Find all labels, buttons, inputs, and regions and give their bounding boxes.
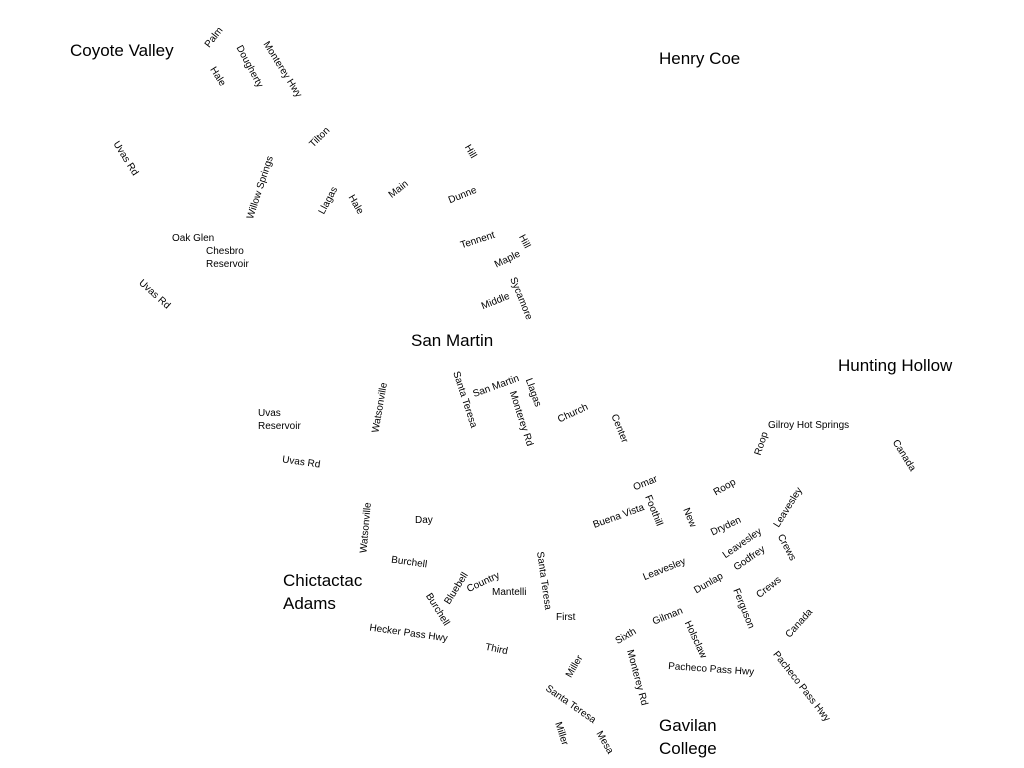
street-dunne: Dunne bbox=[446, 184, 479, 207]
street-oak-glen: Oak Glen bbox=[172, 233, 215, 244]
street-church: Church bbox=[556, 401, 590, 426]
region-gavilan-college: Gavilan College bbox=[659, 716, 717, 758]
street-buena-vista: Buena Vista bbox=[591, 502, 646, 531]
street-gilroy-hot-springs: Gilroy Hot Springs bbox=[768, 420, 850, 431]
street-hecker-pass-hwy: Hecker Pass Hwy bbox=[368, 622, 449, 645]
street-first: First bbox=[556, 612, 576, 623]
street-omar: Omar bbox=[631, 473, 660, 494]
street-tennent: Tennent bbox=[459, 229, 497, 252]
street-dryden: Dryden bbox=[709, 514, 743, 539]
street-middle: Middle bbox=[479, 290, 512, 313]
street-dougherty: Dougherty bbox=[233, 43, 265, 90]
street-uvas-rd-south: Uvas Rd bbox=[281, 454, 321, 471]
street-crews-south: Crews bbox=[754, 574, 784, 601]
street-sixth: Sixth bbox=[613, 626, 639, 647]
street-day: Day bbox=[415, 515, 433, 526]
street-santa-teresa-south: Santa Teresa bbox=[543, 683, 598, 726]
street-holsclaw: Holsclaw bbox=[681, 619, 709, 661]
street-maple: Maple bbox=[492, 248, 523, 271]
street-watsonville-north: Watsonville bbox=[370, 381, 390, 434]
street-hill-mid: Hill bbox=[516, 232, 533, 251]
region-coyote-valley: Coyote Valley bbox=[70, 41, 174, 60]
street-canada-south: Canada bbox=[783, 606, 816, 641]
street-uvas-rd-north: Uvas Rd bbox=[110, 139, 141, 178]
street-sycamore: Sycamore bbox=[507, 275, 535, 322]
street-uvas-rd-mid: Uvas Rd bbox=[136, 277, 173, 312]
street-third: Third bbox=[484, 641, 509, 658]
street-miller-north: Miller bbox=[563, 653, 586, 680]
street-miller-south: Miller bbox=[552, 720, 571, 747]
street-dunlap: Dunlap bbox=[692, 570, 726, 597]
street-leavesley-west: Leavesley bbox=[641, 555, 688, 584]
street-main: Main bbox=[386, 178, 411, 201]
street-pacheco-pass-hwy-east: Pacheco Pass Hwy bbox=[770, 649, 833, 724]
street-center: Center bbox=[608, 412, 630, 445]
street-leavesley-east: Leavesley bbox=[771, 485, 805, 530]
street-santa-teresa-mid: Santa Teresa bbox=[534, 550, 554, 611]
street-roop-north: Roop bbox=[752, 430, 771, 457]
region-san-martin: San Martin bbox=[411, 331, 494, 350]
street-tilton: Tilton bbox=[307, 125, 333, 150]
street-roop-south: Roop bbox=[711, 476, 738, 499]
street-willow-springs: Willow Springs bbox=[245, 154, 276, 221]
street-ferguson: Ferguson bbox=[730, 587, 757, 631]
street-crews-north: Crews bbox=[774, 532, 798, 563]
street-watsonville-south: Watsonville bbox=[358, 501, 374, 554]
region-henry-coe: Henry Coe bbox=[659, 49, 741, 68]
street-new: New bbox=[680, 506, 699, 529]
street-mantelli: Mantelli bbox=[492, 587, 527, 598]
street-gilman: Gilman bbox=[650, 605, 685, 628]
region-hunting-hollow: Hunting Hollow bbox=[838, 356, 953, 375]
street-pacheco-pass-hwy-west: Pacheco Pass Hwy bbox=[667, 661, 755, 678]
place-chesbro-reservoir: Chesbro Reservoir bbox=[206, 246, 249, 270]
street-monterey-rd-south: Monterey Rd bbox=[624, 648, 650, 707]
region-chictactac-adams: Chictactac Adams bbox=[283, 571, 363, 613]
street-monterey-hwy: Monterey Hwy bbox=[260, 39, 304, 100]
street-hill-north: Hill bbox=[461, 142, 479, 161]
street-llagas-north: Llagas bbox=[316, 185, 341, 217]
street-hale-mid: Hale bbox=[345, 192, 366, 217]
street-palm: Palm bbox=[202, 25, 226, 50]
street-mesa: Mesa bbox=[593, 729, 616, 756]
street-llagas-mid: Llagas bbox=[522, 376, 544, 409]
street-canada-north: Canada bbox=[889, 437, 918, 474]
street-hale-north: Hale bbox=[207, 64, 228, 89]
street-burchell-north: Burchell bbox=[390, 554, 428, 571]
place-uvas-reservoir: Uvas Reservoir bbox=[258, 408, 301, 432]
